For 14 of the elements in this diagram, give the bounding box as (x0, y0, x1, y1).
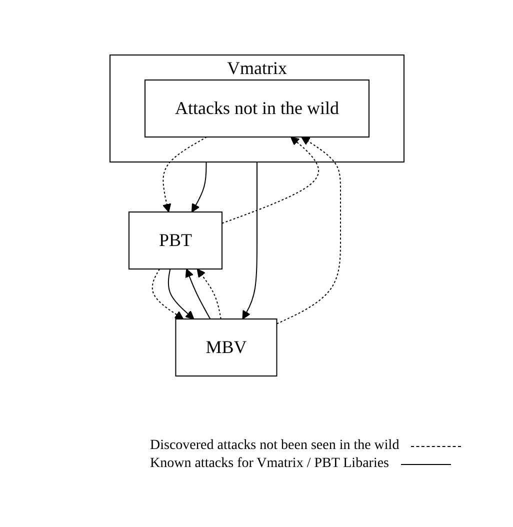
node-box: PBT (128, 211, 222, 269)
arrow (242, 161, 257, 319)
node-box: Attacks not in the wild (144, 79, 369, 137)
legend-text: Known attacks for Vmatrix / PBT Libaries (150, 456, 389, 472)
arrow (196, 268, 221, 319)
arrow (167, 268, 194, 319)
node-box: MBV (174, 318, 277, 376)
arrow (184, 268, 210, 319)
arrow (151, 268, 184, 319)
arrow (162, 136, 207, 212)
arrow (190, 161, 206, 212)
arrow (221, 136, 319, 224)
legend-text: Discovered attacks not been seen in the wild (150, 438, 400, 454)
arrow (276, 136, 340, 324)
